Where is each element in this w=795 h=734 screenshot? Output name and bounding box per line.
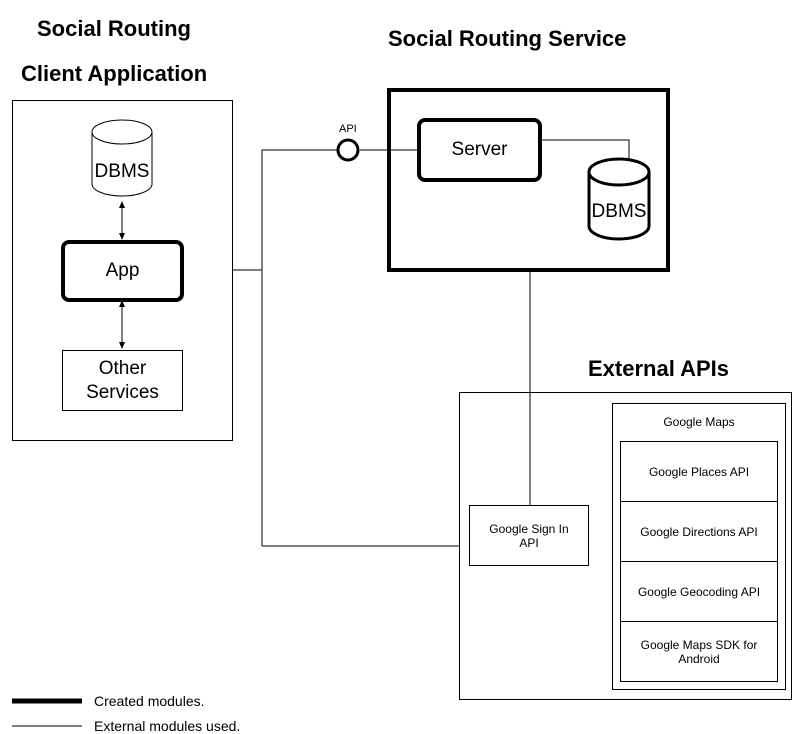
external-title: External APIs: [588, 356, 730, 381]
client-application-box: [12, 100, 233, 441]
dbms-app-arrow: [119, 201, 125, 240]
legend-created-label: Created modules.: [94, 693, 205, 709]
legend-external-label: External modules used.: [94, 718, 241, 734]
server-to-dbms-line: [541, 139, 630, 160]
client-title-line1: Social Routing: [37, 16, 191, 41]
client-to-api-line: [261, 149, 337, 546]
app-module[interactable]: App: [61, 240, 184, 302]
client-dbms-cylinder-icon: [91, 119, 153, 197]
google-places-api-label: Google Places API: [648, 464, 750, 479]
external-apis-box: [459, 392, 792, 700]
google-directions-api-module[interactable]: Google Directions API: [620, 501, 778, 562]
google-maps-header: Google Maps: [663, 415, 735, 429]
api-interface-icon: [336, 138, 360, 162]
server-label: Server: [451, 139, 508, 160]
server-module[interactable]: Server: [417, 118, 542, 182]
google-geocoding-api-label: Google Geocoding API: [637, 584, 761, 599]
api-label: API: [339, 123, 357, 135]
google-sign-in-module[interactable]: Google Sign In API: [469, 505, 589, 566]
google-maps-sdk-module[interactable]: Google Maps SDK for Android: [620, 621, 778, 682]
google-geocoding-api-module[interactable]: Google Geocoding API: [620, 561, 778, 622]
google-sign-in-label: Google Sign In API: [489, 521, 569, 550]
google-maps-group: [612, 403, 786, 690]
social-routing-service-box: [387, 88, 670, 272]
other-services-module[interactable]: Other Services: [62, 350, 183, 411]
google-maps-sdk-label: Google Maps SDK for Android: [640, 637, 758, 666]
service-dbms-cylinder-icon: [587, 157, 651, 241]
app-label: App: [105, 260, 140, 281]
google-directions-api-label: Google Directions API: [640, 524, 758, 539]
service-title: Social Routing Service: [388, 26, 627, 51]
google-places-api-module[interactable]: Google Places API: [620, 441, 778, 502]
client-title-line2: Client Application: [21, 61, 208, 86]
other-services-label: Other Services: [86, 357, 159, 403]
client-dbms-label: DBMS: [94, 161, 150, 182]
service-dbms-label: DBMS: [591, 201, 647, 222]
app-services-arrow: [119, 300, 125, 349]
